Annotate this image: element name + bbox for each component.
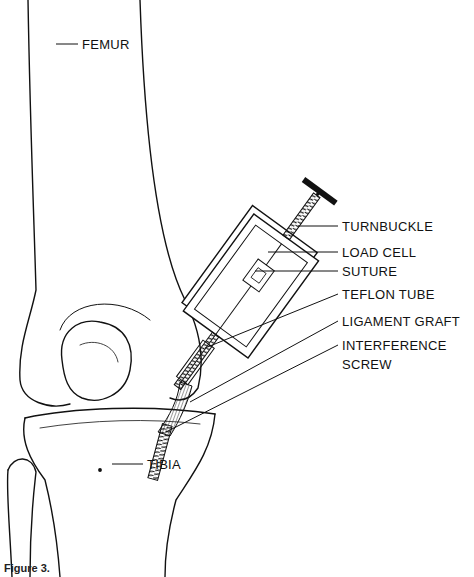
patella-detail [80, 342, 118, 362]
part-label: FEMUR [82, 35, 202, 54]
part-label: SUTURE [342, 262, 472, 281]
femur-outline [140, 0, 201, 400]
leader-line [255, 271, 338, 272]
part-label: TURNBUCKLE [342, 217, 472, 236]
tibia-outline [165, 414, 215, 577]
bone-mark [99, 469, 101, 471]
leader-line [205, 294, 338, 348]
part-label: LIGAMENT GRAFT [342, 312, 472, 331]
part-label: INTERFERENCE SCREW [342, 336, 450, 374]
fibula-outline [8, 459, 36, 577]
figure-caption: Figure 3. [4, 562, 464, 574]
leader-line [112, 464, 143, 465]
part-label: TIBIA [147, 455, 227, 474]
fibula-outline [7, 470, 12, 577]
leader-line [298, 226, 338, 227]
patella [62, 321, 132, 400]
tensioning-apparatus [140, 164, 352, 410]
tibia-outline [24, 418, 60, 577]
leader-line [268, 252, 338, 253]
tibial-plateau [25, 408, 215, 418]
leader-line [166, 345, 338, 432]
part-label: LOAD CELL [342, 243, 472, 262]
leader-line [56, 44, 78, 45]
part-label: TEFLON TUBE [342, 285, 472, 304]
leader-line [190, 321, 338, 402]
